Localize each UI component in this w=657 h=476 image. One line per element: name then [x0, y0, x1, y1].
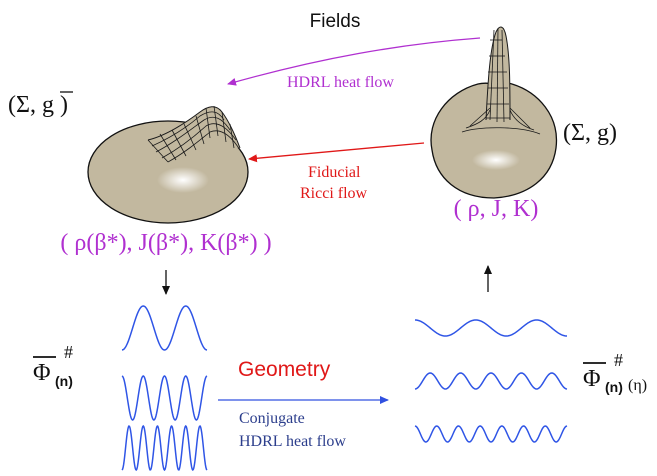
title: Fields [310, 11, 361, 32]
hdrl-heat-flow-label: HDRL heat flow [287, 74, 394, 91]
phi-argument: (η) [628, 377, 647, 394]
right-manifold: (Σ, g) [430, 26, 617, 199]
right-parameters: ( ρ, J, K) [454, 196, 539, 222]
left-manifold: (Σ,g) [8, 91, 249, 224]
ricci-flow-arrow [248, 142, 425, 163]
phi-subscript: (n) [55, 373, 73, 389]
geometry-label: Geometry [238, 358, 331, 381]
left-phi-symbol: Φ # (n) [33, 342, 73, 389]
ricci-flow-label-line2: Ricci flow [300, 185, 368, 202]
left-parameters: ( ρ(β*), J(β*), K(β*) ) [60, 230, 271, 256]
right-oscillating-modes [414, 319, 568, 443]
phi: Φ [33, 360, 51, 386]
conjugate-flow-label-line1: Conjugate [239, 410, 305, 427]
right-phi-symbol: Φ # (n) (η) [583, 350, 647, 395]
phi: Φ [583, 366, 601, 392]
mode-wave-1 [121, 305, 208, 351]
left-bump-mesh [147, 105, 241, 163]
ricci-flow-label-line1: Fiducial [308, 164, 361, 181]
phi-superscript: # [614, 350, 623, 370]
mode-wave-2 [414, 372, 568, 390]
conjugate-flow-label-line2: HDRL heat flow [239, 433, 346, 450]
mode-wave-1 [414, 319, 568, 337]
phi-superscript: # [64, 342, 73, 362]
phi-subscript: (n) [605, 379, 623, 395]
left-oscillating-modes [121, 305, 208, 472]
hdrl-heat-flow-arrow [227, 37, 481, 86]
mode-wave-2 [121, 375, 208, 421]
mode-wave-3 [121, 424, 208, 472]
right-manifold-label: (Σ, g) [563, 120, 617, 146]
mode-wave-3 [414, 425, 568, 443]
left-manifold-label: (Σ,g) [8, 92, 68, 118]
right-spike-mesh [461, 26, 541, 135]
